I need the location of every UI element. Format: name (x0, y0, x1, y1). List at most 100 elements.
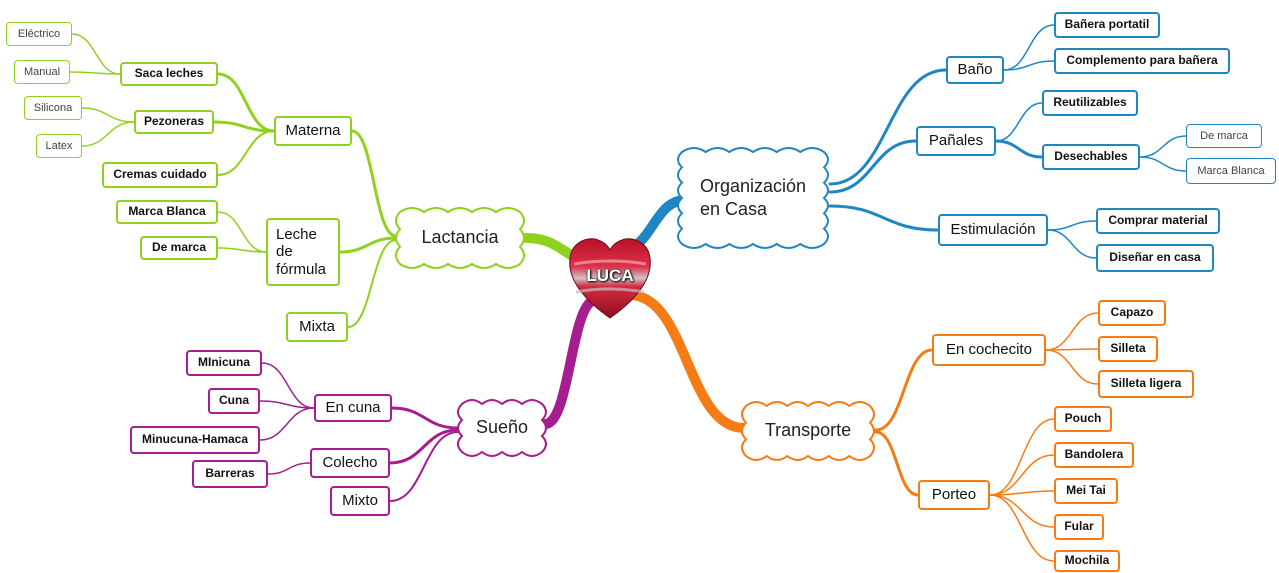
link-transporte-cochecito (874, 348, 934, 432)
link-formula-marcablanca (217, 211, 267, 253)
cloud-shape (457, 399, 547, 457)
node-fular[interactable]: Fular (1054, 514, 1104, 540)
link-desechables-demarca (1139, 135, 1187, 158)
node-cuna[interactable]: Cuna (208, 388, 260, 414)
link-org-bano (828, 68, 948, 186)
link-panales-reutilizables (995, 102, 1043, 142)
cloud-outline (677, 147, 829, 249)
node-minucuna-hamaca[interactable]: Minucuna-Hamaca (130, 426, 260, 454)
node-de-marca-panales[interactable]: De marca (1186, 124, 1262, 148)
link-pezoneras-silicona (81, 107, 135, 123)
node-electrico[interactable]: Eléctrico (6, 22, 72, 46)
branch-organizacion[interactable]: Organización en Casa (676, 146, 830, 250)
branch-sueno-label: Sueño (475, 417, 529, 438)
cloud-shape (395, 207, 525, 269)
link-porteo-mochila (989, 494, 1055, 562)
node-silleta-ligera[interactable]: Silleta ligera (1098, 370, 1194, 398)
link-lactancia-materna (350, 129, 398, 238)
cloud-outline (395, 207, 525, 269)
link-cochecito-ligera (1045, 349, 1099, 385)
link-sueno-encuna (390, 406, 460, 430)
link-estimulacion-disenar (1047, 229, 1097, 259)
branch-lactancia[interactable]: Lactancia (394, 206, 526, 270)
link-formula-demarca (217, 247, 267, 253)
branch-transporte[interactable]: Transporte (740, 400, 876, 462)
node-en-cochecito[interactable]: En cochecito (932, 334, 1046, 366)
link-encuna-hamaca (259, 407, 315, 441)
node-banera-portatil[interactable]: Bañera portatil (1054, 12, 1160, 38)
cloud-shape (677, 147, 829, 249)
node-barreras[interactable]: Barreras (192, 460, 268, 488)
link-sueno-mixto (389, 431, 459, 502)
node-pezoneras[interactable]: Pezoneras (134, 110, 214, 134)
node-marca-blanca-lactancia[interactable]: Marca Blanca (116, 200, 218, 224)
node-mei-tai[interactable]: Mei Tai (1054, 478, 1118, 504)
link-sueno-colecho (388, 428, 460, 465)
node-reutilizables[interactable]: Reutilizables (1042, 90, 1138, 116)
link-sacaleches-manual (69, 71, 121, 75)
link-org-estimulacion (828, 204, 940, 232)
node-colecho[interactable]: Colecho (310, 448, 390, 478)
branch-lactancia-label: Lactancia (421, 227, 499, 248)
link-porteo-bandolera (989, 454, 1055, 496)
node-mixto[interactable]: Mixto (330, 486, 390, 516)
node-minicuna[interactable]: MInicuna (186, 350, 262, 376)
node-complemento-banera[interactable]: Complemento para bañera (1054, 48, 1230, 74)
node-mixta[interactable]: Mixta (286, 312, 348, 342)
node-capazo[interactable]: Capazo (1098, 300, 1166, 326)
link-porteo-pouch (989, 418, 1055, 496)
node-bandolera[interactable]: Bandolera (1054, 442, 1134, 468)
link-colecho-barreras (267, 462, 311, 475)
node-saca-leches[interactable]: Saca leches (120, 62, 218, 86)
node-porteo[interactable]: Porteo (918, 480, 990, 510)
link-org-panales (828, 139, 918, 194)
cloud-shape (741, 401, 875, 461)
link-center-sueno (540, 295, 601, 429)
link-panales-desechables (994, 139, 1044, 159)
node-bano[interactable]: Baño (946, 56, 1004, 84)
link-pezoneras-latex (81, 121, 135, 147)
branch-transporte-label: Transporte (764, 420, 852, 441)
node-leche-formula[interactable]: Leche de fórmula (266, 218, 340, 286)
link-desechables-marcablanca (1139, 156, 1187, 172)
link-bano-complemento (1003, 60, 1055, 71)
link-materna-sacaleches (216, 72, 276, 133)
link-center-transporte (625, 290, 749, 433)
node-materna[interactable]: Materna (274, 116, 352, 146)
link-encuna-minicuna (261, 362, 315, 409)
node-mochila[interactable]: Mochila (1054, 550, 1120, 572)
link-materna-cremas (217, 130, 275, 176)
link-sacaleches-electrico (71, 33, 121, 75)
link-materna-pezoneras (212, 120, 276, 133)
link-lactancia-formula (338, 236, 398, 254)
link-estimulacion-comprar (1047, 220, 1097, 231)
branch-organizacion-label: Organización en Casa (699, 175, 807, 219)
node-silicona[interactable]: Silicona (24, 96, 82, 120)
node-cremas-cuidado[interactable]: Cremas cuidado (102, 162, 218, 188)
link-bano-banera (1003, 24, 1055, 71)
link-lactancia-mixta (347, 239, 397, 328)
node-desechables[interactable]: Desechables (1042, 144, 1140, 170)
node-estimulacion[interactable]: Estimulación (938, 214, 1048, 246)
node-pouch[interactable]: Pouch (1054, 406, 1112, 432)
branch-sueno[interactable]: Sueño (456, 398, 548, 458)
node-manual[interactable]: Manual (14, 60, 70, 84)
node-silleta[interactable]: Silleta (1098, 336, 1158, 362)
cloud-outline (741, 401, 875, 461)
node-comprar-material[interactable]: Comprar material (1096, 208, 1220, 234)
link-transporte-porteo (874, 430, 920, 497)
link-encuna-cuna (259, 400, 315, 409)
node-panales[interactable]: Pañales (916, 126, 996, 156)
center-label: LUCA (586, 266, 634, 285)
link-porteo-fular (989, 494, 1055, 528)
node-disenar-en-casa[interactable]: Diseñar en casa (1096, 244, 1214, 272)
node-latex[interactable]: Latex (36, 134, 82, 158)
node-en-cuna[interactable]: En cuna (314, 394, 392, 422)
node-marca-blanca-panales[interactable]: Marca Blanca (1186, 158, 1276, 184)
heart-icon (569, 238, 651, 319)
node-de-marca-lactancia[interactable]: De marca (140, 236, 218, 260)
cloud-outline (457, 399, 547, 457)
link-cochecito-capazo (1045, 312, 1099, 351)
